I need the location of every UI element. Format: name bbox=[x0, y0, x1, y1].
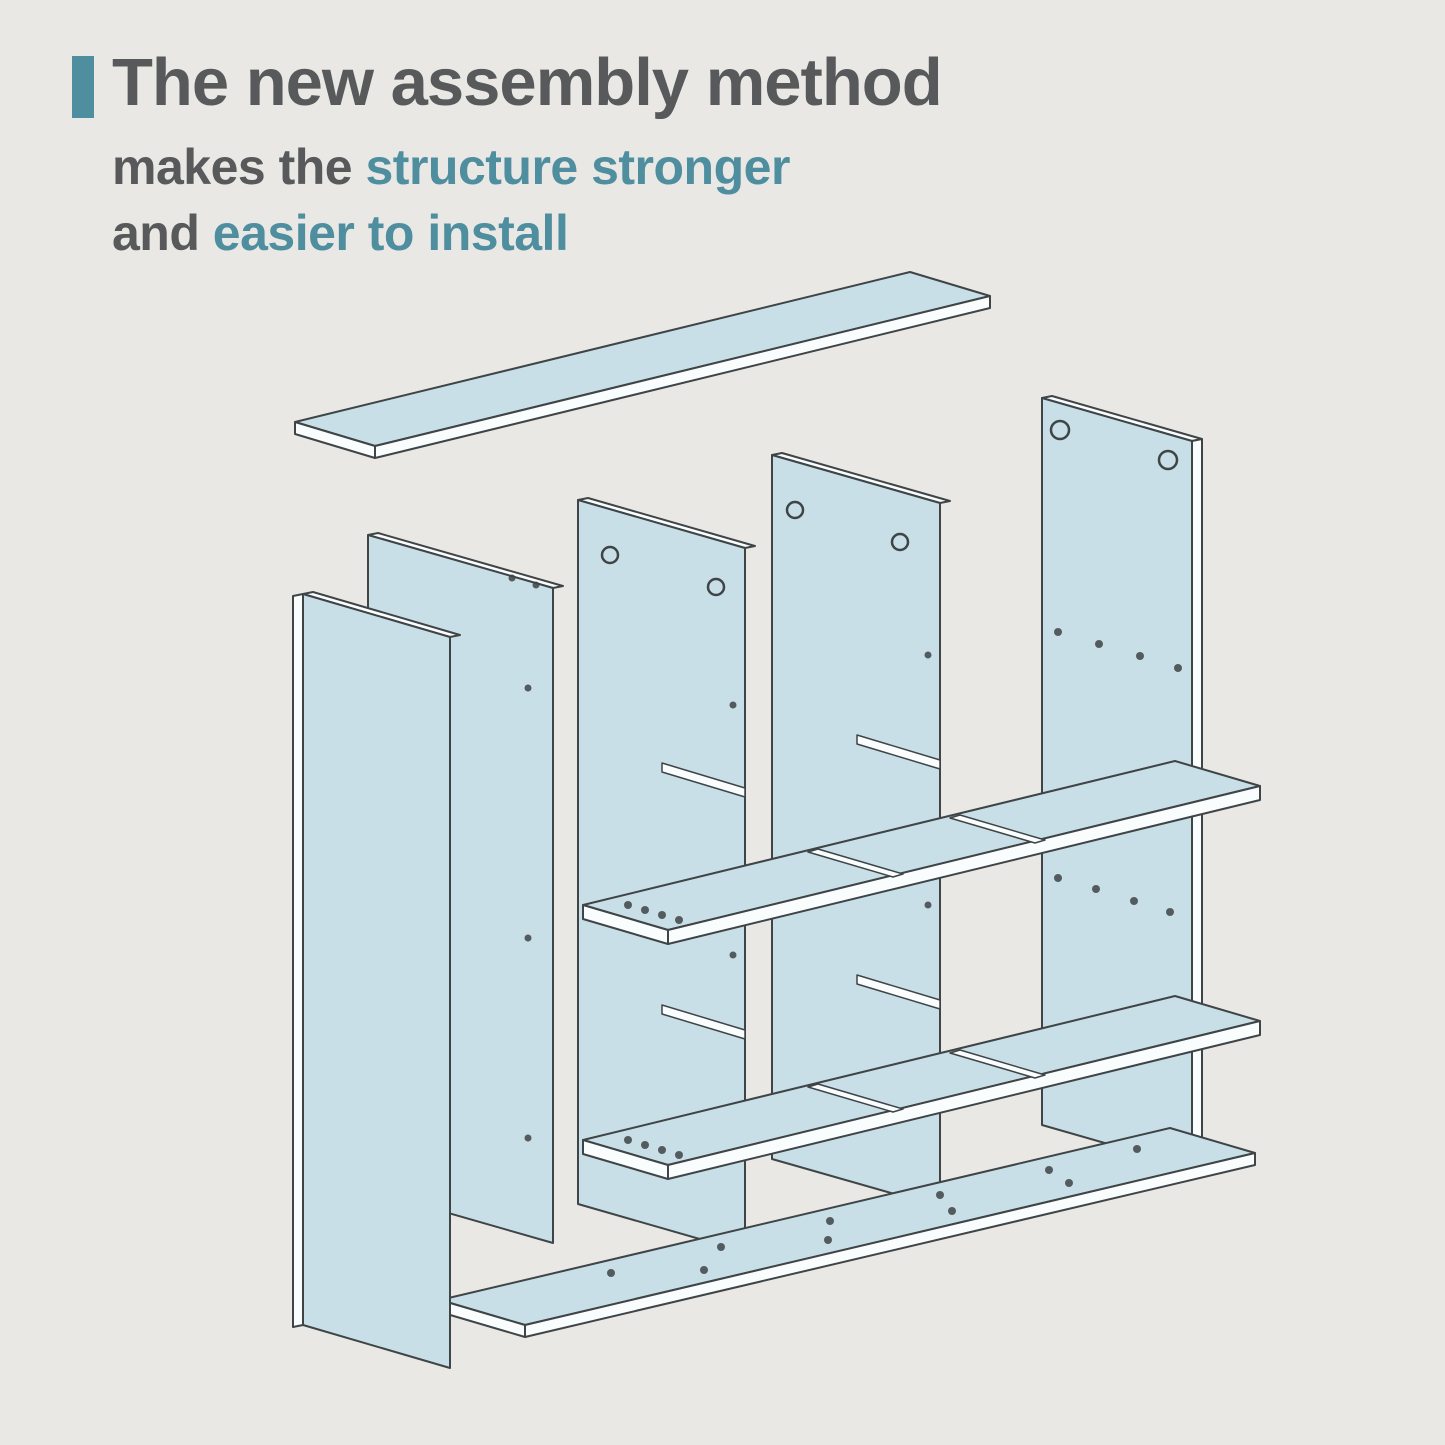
lower-shelf-left-edge bbox=[582, 1139, 669, 1180]
middle-divider-1 bbox=[577, 497, 756, 1253]
divider2-upper-slot bbox=[856, 734, 941, 770]
dowel-holes bbox=[624, 901, 683, 924]
upper-shelf-slot bbox=[807, 848, 904, 878]
top-panel-front-edge bbox=[374, 295, 991, 459]
accent-bar bbox=[72, 56, 94, 118]
lower-shelf bbox=[582, 995, 1261, 1180]
top-panel-left-edge bbox=[294, 421, 376, 459]
lower-shelf-slot bbox=[949, 1049, 1046, 1079]
dowel-holes bbox=[607, 1145, 1141, 1277]
top-panel-face bbox=[294, 271, 991, 447]
header: The new assembly method makes the struct… bbox=[72, 45, 943, 266]
left-side-panel bbox=[292, 591, 461, 1369]
cam-hole bbox=[1049, 419, 1071, 441]
divider1-upper-slot bbox=[661, 762, 746, 798]
left-panel-left-edge bbox=[292, 593, 304, 1328]
upper-shelf-left-edge bbox=[582, 904, 669, 945]
top-panel bbox=[294, 271, 991, 459]
bottom-panel bbox=[439, 1127, 1256, 1338]
cam-hole bbox=[1157, 449, 1179, 471]
screw-holes bbox=[1054, 628, 1182, 916]
divider1-lower-slot bbox=[661, 1004, 746, 1040]
divider2-lower-slot bbox=[856, 974, 941, 1010]
subtitle-line-2: and easier to install bbox=[112, 200, 942, 266]
page-title: The new assembly method bbox=[112, 45, 943, 120]
cam-hole bbox=[600, 545, 620, 565]
subtitle-line-1-highlight: structure stronger bbox=[365, 138, 790, 195]
upper-shelf-slot bbox=[949, 814, 1046, 844]
screw-holes bbox=[508, 574, 540, 1142]
dowel-holes bbox=[624, 1136, 683, 1159]
left-panel-face bbox=[302, 593, 451, 1369]
upper-shelf bbox=[582, 760, 1261, 945]
cam-hole bbox=[785, 500, 805, 520]
subtitle-line-2-highlight: easier to install bbox=[212, 204, 569, 261]
subtitle-line-1: makes the structure stronger bbox=[112, 134, 942, 200]
lower-shelf-slot bbox=[807, 1083, 904, 1113]
title-row: The new assembly method bbox=[72, 45, 943, 120]
subtitle-line-2-plain: and bbox=[112, 204, 213, 261]
cam-hole bbox=[890, 532, 910, 552]
subtitle-line-1-plain: makes the bbox=[112, 138, 366, 195]
cam-hole bbox=[706, 577, 726, 597]
subtitle-block: makes the structure stronger and easier … bbox=[112, 134, 942, 266]
